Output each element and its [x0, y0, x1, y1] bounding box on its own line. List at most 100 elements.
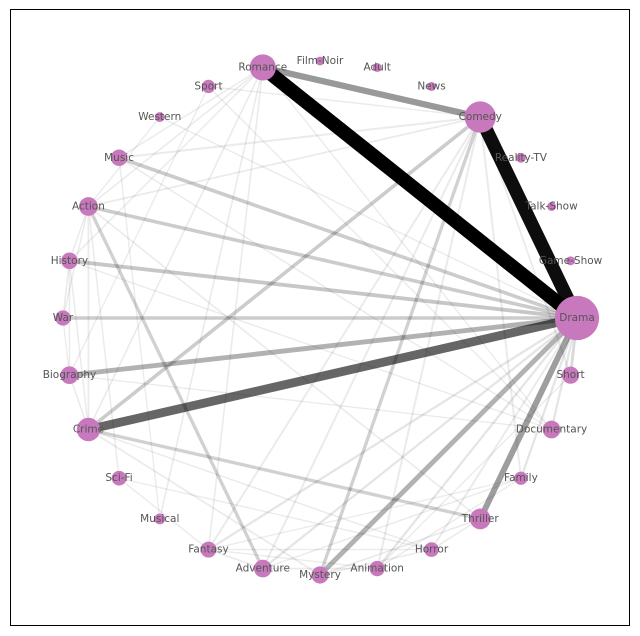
- edge-drama-adventure: [262, 317, 578, 570]
- edge-comedy-animation: [376, 116, 482, 569]
- label-layer: DramaShortDocumentaryFamilyThrillerHorro…: [43, 55, 603, 581]
- node-drama: [554, 295, 600, 341]
- edge-sport-comedy: [208, 85, 481, 118]
- edge-comedy-family: [479, 116, 522, 479]
- node-label-documentary: Documentary: [516, 424, 587, 436]
- node-label-biography: Biography: [43, 369, 97, 381]
- node-history: [61, 252, 78, 270]
- edge-romance-music: [118, 66, 264, 159]
- edge-drama-music: [118, 156, 578, 320]
- node-label-musical: Musical: [140, 513, 179, 525]
- node-label-adult: Adult: [364, 61, 391, 73]
- node-news: [427, 82, 436, 91]
- node-label-comedy: Comedy: [459, 111, 502, 123]
- node-comedy: [464, 101, 496, 133]
- node-family: [514, 471, 528, 485]
- edge-sport-biography: [68, 86, 210, 376]
- edge-thriller-mystery: [319, 518, 481, 576]
- edge-comedy-action: [88, 116, 481, 208]
- edge-comedy-crime: [87, 115, 482, 431]
- edge-animation-fantasy: [208, 548, 378, 570]
- node-game-show: [566, 256, 575, 266]
- node-label-game-show: Game-Show: [539, 255, 603, 267]
- edge-drama-comedy: [474, 114, 584, 321]
- edge-drama-romance: [258, 61, 582, 324]
- edge-sci-fi-fantasy: [118, 477, 209, 551]
- edge-romance-action: [87, 66, 264, 208]
- edge-crime-mystery: [87, 428, 321, 576]
- edge-drama-family: [519, 317, 579, 479]
- edge-musical-music: [118, 157, 161, 520]
- edge-comedy-short: [479, 116, 572, 376]
- edge-romance-documentary: [262, 67, 553, 430]
- edge-adventure-fantasy: [208, 548, 264, 570]
- edge-history-war: [62, 260, 71, 319]
- node-action: [79, 197, 98, 216]
- edge-drama-horror: [430, 317, 578, 551]
- edge-short-animation: [376, 374, 572, 570]
- node-label-war: War: [53, 312, 74, 324]
- edge-crime-horror: [88, 428, 432, 551]
- edge-action-thriller: [87, 205, 481, 520]
- node-label-film-noir: Film-Noir: [297, 55, 344, 67]
- node-label-family: Family: [504, 472, 538, 484]
- edge-drama-mystery: [318, 316, 579, 577]
- node-romance: [249, 54, 276, 81]
- edge-romance-fantasy: [207, 67, 264, 550]
- node-adult: [372, 63, 382, 72]
- node-documentary: [542, 420, 561, 439]
- node-thriller: [469, 508, 491, 530]
- node-label-music: Music: [104, 152, 134, 164]
- node-label-mystery: Mystery: [299, 569, 341, 581]
- edge-crime-thriller: [88, 427, 481, 521]
- node-label-crime: Crime: [73, 424, 104, 436]
- edge-drama-biography: [69, 315, 578, 378]
- edge-romance-musical: [158, 67, 264, 520]
- node-label-animation: Animation: [350, 563, 404, 575]
- node-crime: [76, 417, 101, 442]
- edge-crime-history: [68, 260, 90, 430]
- node-layer: [55, 54, 600, 584]
- edge-action-history: [68, 206, 90, 262]
- edge-drama-animation: [376, 317, 578, 570]
- node-animation: [369, 560, 385, 577]
- node-label-romance: Romance: [238, 61, 287, 73]
- node-adventure: [253, 559, 272, 578]
- edge-drama-crime: [87, 313, 578, 434]
- node-label-history: History: [51, 255, 88, 267]
- edge-documentary-biography: [69, 374, 552, 431]
- node-label-adventure: Adventure: [236, 563, 290, 575]
- node-fantasy: [200, 541, 217, 558]
- node-musical: [154, 513, 166, 525]
- node-label-action: Action: [72, 200, 105, 212]
- node-label-western: Western: [138, 111, 181, 123]
- edge-action-adventure: [86, 205, 265, 570]
- edge-drama-action: [88, 204, 578, 320]
- edge-comedy-fantasy: [207, 116, 482, 551]
- node-label-thriller: Thriller: [461, 513, 500, 525]
- edge-comedy-romance: [262, 64, 481, 121]
- edge-drama-thriller: [477, 316, 580, 521]
- node-talk-show: [547, 202, 556, 211]
- edge-comedy-mystery: [318, 116, 482, 576]
- edge-romance-history: [68, 66, 264, 262]
- edge-drama-history: [69, 258, 578, 320]
- node-biography: [60, 366, 79, 385]
- node-horror: [424, 542, 439, 557]
- node-label-sci-fi: Sci-Fi: [105, 472, 132, 484]
- edge-music-documentary: [118, 157, 552, 431]
- edge-sci-fi-horror: [118, 477, 432, 551]
- node-film-noir: [315, 56, 325, 66]
- edge-animation-family: [376, 477, 522, 570]
- node-western: [154, 112, 165, 123]
- edge-comedy-music: [118, 116, 481, 159]
- edge-layer: [62, 61, 584, 577]
- node-label-drama: Drama: [559, 312, 595, 324]
- edge-drama-fantasy: [207, 317, 578, 551]
- node-sport: [201, 79, 216, 94]
- node-war: [55, 310, 71, 326]
- node-label-reality-tv: Reality-TV: [495, 152, 548, 164]
- edge-sport-documentary: [208, 85, 553, 430]
- node-label-news: News: [417, 80, 445, 92]
